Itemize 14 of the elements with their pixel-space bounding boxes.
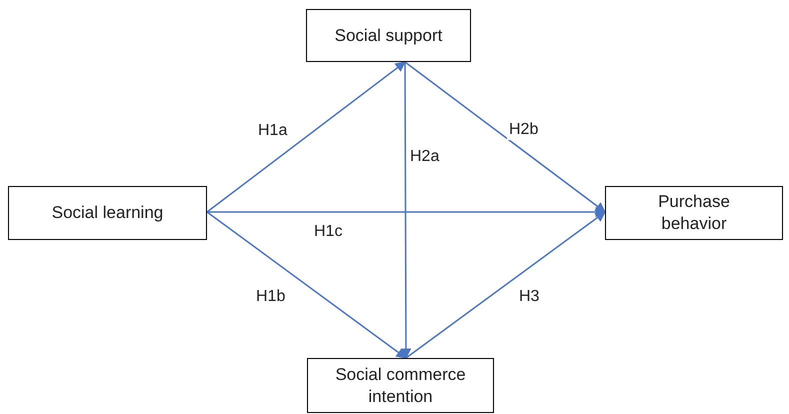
- box-label: Social learning: [52, 202, 164, 224]
- arrow: [406, 211, 606, 359]
- concept-box: [605, 186, 783, 240]
- concept-box: [306, 9, 471, 62]
- arrow: [404, 61, 606, 213]
- arrow: [206, 211, 407, 359]
- arrow: [400, 62, 412, 360]
- box-label: Social commerce intention: [334, 364, 467, 408]
- box-label: Purchase behavior: [657, 191, 731, 235]
- box-label: Social support: [334, 24, 442, 46]
- arrow: [206, 61, 406, 213]
- concept-box: [8, 186, 207, 240]
- concept-box: [307, 358, 494, 413]
- edge-label: H2b: [507, 120, 540, 140]
